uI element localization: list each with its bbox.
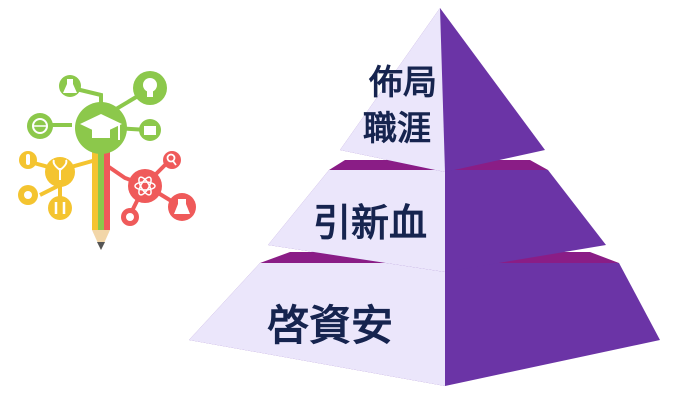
microscope-icon (121, 208, 139, 226)
graduation-cap-icon (75, 102, 127, 154)
tools-icon (48, 196, 72, 220)
globe-icon (27, 113, 53, 139)
atom-icon (128, 169, 162, 203)
pyramid-tier-top (340, 8, 545, 172)
tier-middle-label: 引新血 (313, 201, 427, 245)
magnifier-icon (163, 151, 181, 169)
tier-top-label-line1: 佈局 (368, 63, 437, 103)
pyramid-tier-middle (268, 160, 606, 272)
folder-icon (139, 119, 161, 141)
pyramid-tier-bottom (189, 252, 660, 386)
lightbulb-icon (133, 71, 167, 105)
plant-icon (45, 157, 75, 187)
tier-top-label-line2: 職涯 (363, 109, 431, 149)
pencil-icon (92, 150, 110, 250)
beaker-icon (168, 193, 196, 221)
flask-icon (59, 75, 81, 97)
test-tube-icon (19, 151, 37, 169)
tier-bottom-label: 啓資安 (267, 301, 393, 350)
gear-icon (18, 185, 38, 205)
